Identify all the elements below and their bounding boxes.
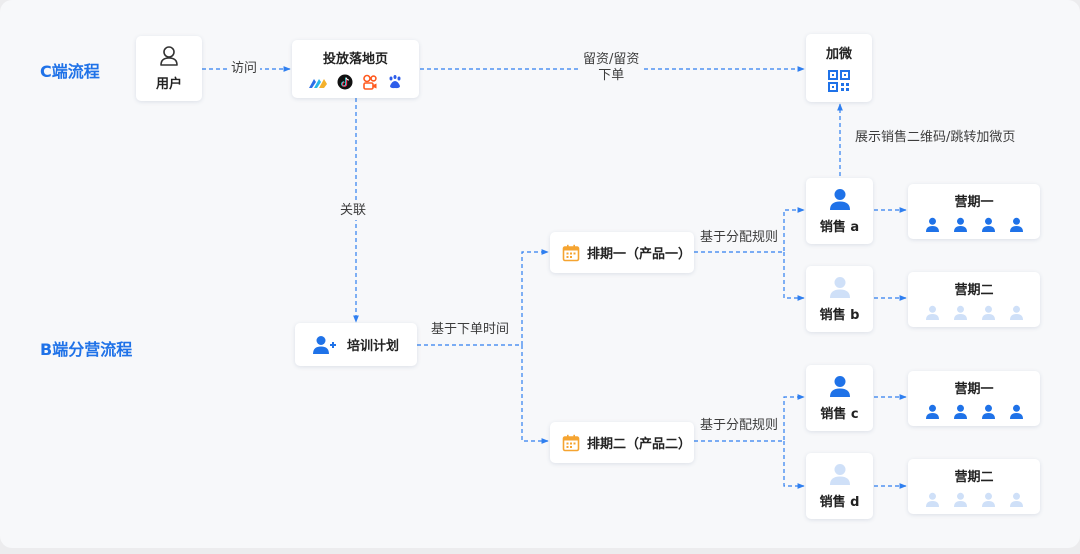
calendar-icon — [562, 434, 580, 451]
person-icon — [925, 404, 939, 419]
person-icon — [829, 188, 850, 210]
person-icon — [829, 375, 850, 397]
person-icon — [981, 404, 995, 419]
node-landing-page: 投放落地页 — [292, 40, 419, 98]
node-schedule-2-label: 排期二（产品二） — [587, 437, 692, 452]
node-camp-1-top-label: 营期一 — [954, 195, 994, 210]
person-icon — [1009, 404, 1023, 419]
node-training-label: 培训计划 — [346, 339, 399, 354]
node-camp-2-bottom: 营期二 — [908, 459, 1040, 514]
kuaishou-icon — [363, 74, 377, 90]
node-sales-d: 销售 d — [806, 453, 873, 519]
node-add-wechat: 加微 — [806, 34, 872, 102]
person-icon — [829, 276, 850, 298]
node-camp-2-top-label: 营期二 — [954, 283, 994, 298]
node-camp-2-bottom-label: 营期二 — [954, 470, 994, 485]
baidu-icon — [389, 75, 401, 89]
edge-label-visit: 访问 — [228, 60, 261, 78]
edge-label-associate: 关联 — [337, 202, 370, 220]
node-sales-d-label: 销售 d — [819, 494, 860, 510]
edge-label-leave-info-line1: 留资/留资 — [583, 52, 640, 67]
edge-schedule1-to-sales-b — [783, 252, 805, 301]
node-training-plan: 培训计划 — [295, 323, 417, 366]
calendar-icon — [562, 244, 580, 261]
node-sales-a: 销售 a — [806, 178, 873, 244]
edge-label-rule-top: 基于分配规则 — [697, 229, 782, 247]
camp-members — [925, 404, 1024, 419]
node-sales-b-label: 销售 b — [819, 307, 860, 323]
node-sales-c-label: 销售 c — [820, 406, 859, 422]
edge-schedule1-to-sales-a — [694, 207, 805, 253]
node-camp-1-top: 营期一 — [908, 184, 1040, 239]
edge-training-to-schedule2 — [521, 345, 549, 444]
person-icon — [925, 305, 939, 320]
feed-platform-icon — [309, 79, 327, 88]
edge-label-leave-info: 留资/留资 下单 — [580, 52, 643, 84]
c-flow-title: C端流程 — [40, 62, 100, 81]
node-schedule-1: 排期一（产品一） — [550, 232, 694, 273]
person-icon — [953, 404, 967, 419]
user-outline-icon — [160, 46, 178, 66]
b-flow-title: B端分营流程 — [40, 340, 133, 359]
edge-label-leave-info-line2: 下单 — [598, 68, 625, 83]
node-schedule-1-label: 排期一（产品一） — [587, 247, 692, 262]
qr-code-icon — [828, 70, 850, 92]
node-sales-c: 销售 c — [806, 365, 873, 431]
edge-label-show-qr: 展示销售二维码/跳转加微页 — [852, 129, 1019, 147]
person-icon — [829, 463, 850, 485]
edge-training-to-schedule1 — [417, 249, 549, 346]
camp-members — [925, 492, 1024, 507]
person-icon — [981, 217, 995, 232]
person-icon — [953, 305, 967, 320]
person-icon — [953, 492, 967, 507]
node-wechat-label: 加微 — [825, 47, 852, 62]
edge-schedule2-to-sales-d — [783, 441, 805, 489]
node-camp-1-bottom-label: 营期一 — [954, 382, 994, 397]
douyin-icon — [337, 74, 353, 90]
person-icon — [981, 305, 995, 320]
node-user-label: 用户 — [155, 77, 182, 92]
platform-icons — [308, 74, 403, 90]
node-landing-label: 投放落地页 — [322, 52, 388, 67]
person-icon — [1009, 217, 1023, 232]
node-camp-1-bottom: 营期一 — [908, 371, 1040, 426]
add-user-icon — [312, 335, 336, 354]
person-icon — [953, 217, 967, 232]
node-schedule-2: 排期二（产品二） — [550, 422, 694, 463]
edge-label-rule-bottom: 基于分配规则 — [697, 417, 782, 435]
node-user: 用户 — [136, 36, 202, 101]
person-icon — [1009, 305, 1023, 320]
person-icon — [925, 492, 939, 507]
person-icon — [981, 492, 995, 507]
camp-members — [925, 217, 1024, 232]
edge-label-order-time: 基于下单时间 — [428, 321, 513, 339]
person-icon — [1009, 492, 1023, 507]
node-camp-2-top: 营期二 — [908, 272, 1040, 327]
node-sales-a-label: 销售 a — [819, 219, 860, 235]
node-sales-b: 销售 b — [806, 266, 873, 332]
person-icon — [925, 217, 939, 232]
edge-schedule2-to-sales-c — [694, 394, 805, 442]
camp-members — [925, 305, 1024, 320]
